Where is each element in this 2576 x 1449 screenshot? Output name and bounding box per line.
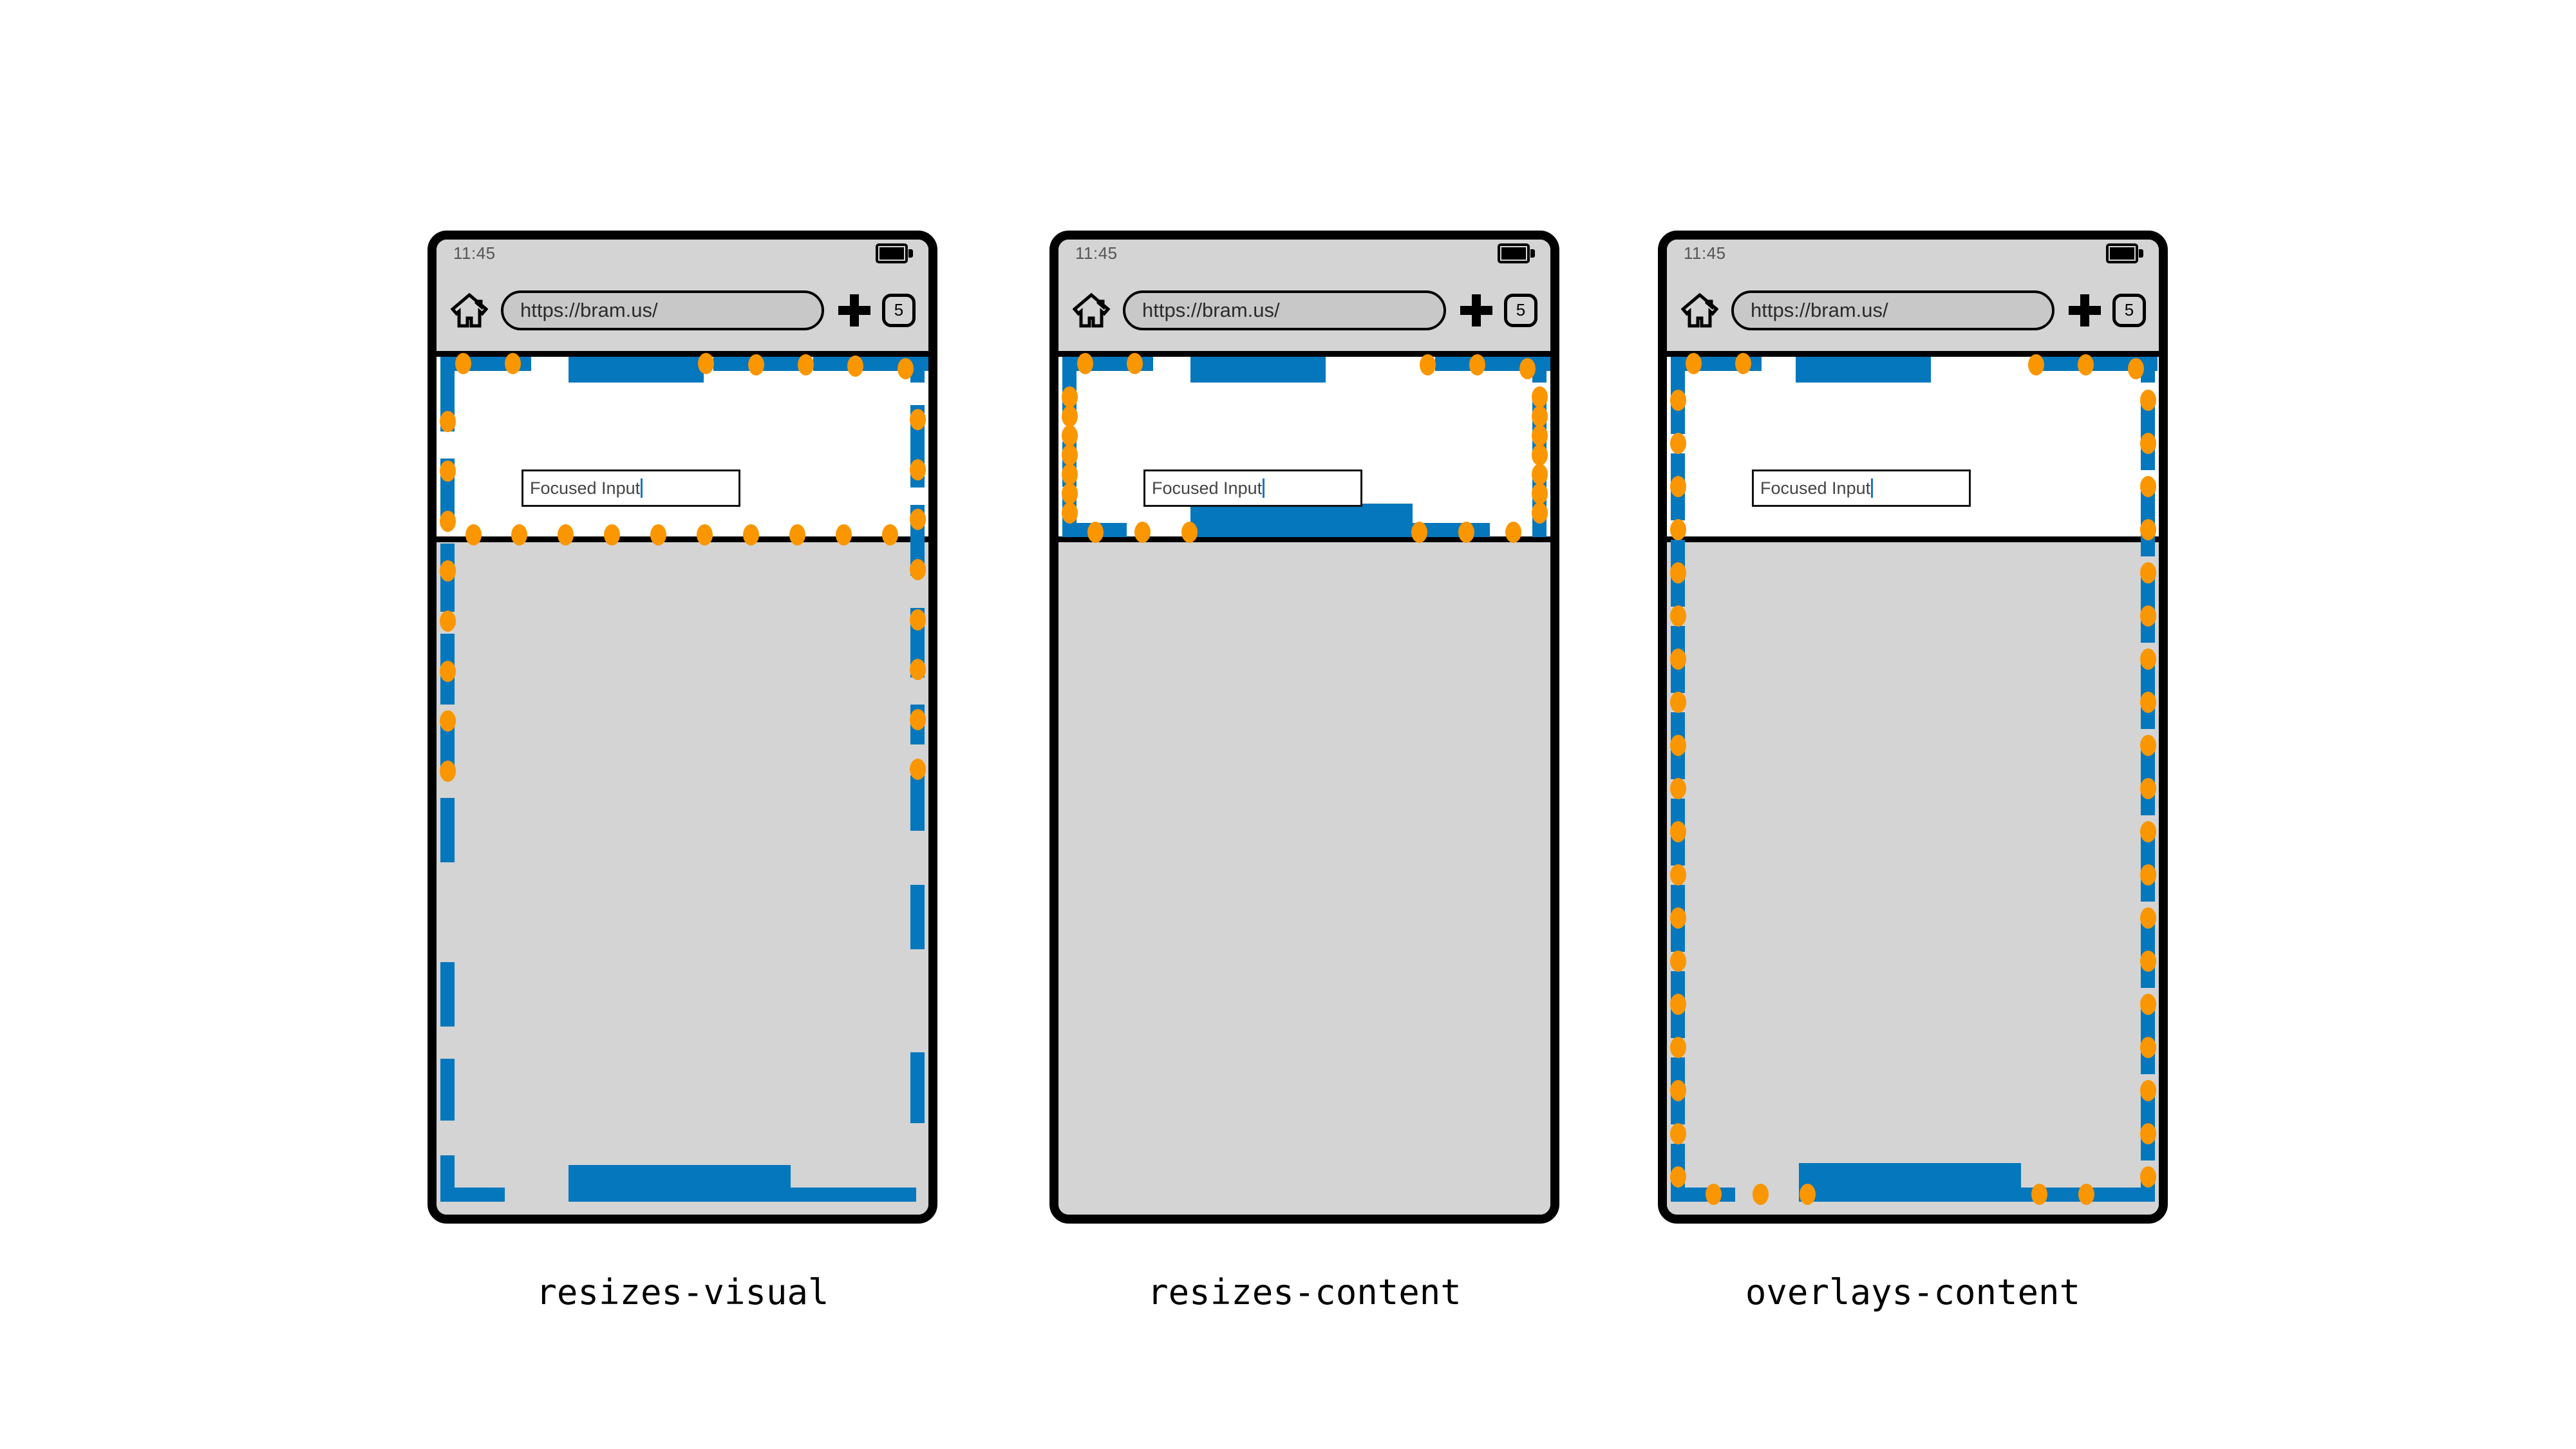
web-content-area: [1058, 357, 1550, 536]
battery-shell: [2106, 243, 2138, 263]
battery-nub: [1530, 249, 1535, 258]
battery-fill: [1500, 246, 1527, 261]
tab-count-badge[interactable]: 5: [882, 293, 916, 327]
status-bar: 11:45: [1667, 240, 2159, 269]
caption-resizes-visual: resizes-visual: [536, 1272, 829, 1312]
battery-fill: [878, 246, 905, 261]
browser-toolbar: https://bram.us/ 5: [1667, 269, 2159, 351]
tab-count-badge[interactable]: 5: [1504, 293, 1537, 327]
plus-icon[interactable]: [2069, 294, 2101, 327]
keyboard-top-edge: [437, 536, 928, 542]
focused-input-field[interactable]: Focused Input: [522, 469, 740, 507]
virtual-keyboard: [1058, 542, 1550, 1215]
status-clock: 11:45: [453, 243, 496, 263]
status-bar: 11:45: [1058, 240, 1550, 269]
battery-shell: [876, 243, 908, 263]
text-caret: [1263, 478, 1265, 498]
focused-input-value: Focused Input: [1760, 478, 1871, 498]
browser-chrome: 11:45 https://bram.us/ 5: [1667, 240, 2159, 357]
battery-shell: [1498, 243, 1530, 263]
url-text: https://bram.us/: [1751, 298, 1888, 321]
phone-screen: Focused Input: [1667, 353, 2159, 1215]
battery-nub: [908, 249, 913, 258]
caption-resizes-content: resizes-content: [1147, 1272, 1462, 1312]
battery-full-icon: [2106, 243, 2143, 263]
keyboard-top-edge: [1667, 536, 2159, 542]
browser-toolbar: https://bram.us/ 5: [437, 269, 928, 351]
battery-nub: [2139, 249, 2143, 258]
phone-mockup-overlays-content: 11:45 https://bram.us/ 5: [1658, 231, 2168, 1224]
url-text: https://bram.us/: [520, 298, 658, 321]
keyboard-top-edge: [1058, 536, 1550, 542]
status-clock: 11:45: [1075, 243, 1118, 263]
battery-fill: [2109, 246, 2136, 261]
plus-icon[interactable]: [1460, 294, 1492, 327]
focused-input-field[interactable]: Focused Input: [1752, 469, 1971, 507]
home-icon[interactable]: [1681, 292, 1718, 328]
browser-toolbar: https://bram.us/ 5: [1058, 269, 1550, 351]
status-clock: 11:45: [1684, 243, 1726, 263]
home-icon[interactable]: [451, 292, 488, 328]
focused-input-value: Focused Input: [1152, 478, 1263, 498]
phone-screen: Focused Input: [1058, 353, 1550, 1215]
url-bar[interactable]: https://bram.us/: [1123, 290, 1446, 330]
virtual-keyboard: [1667, 542, 2159, 1215]
virtual-keyboard: [437, 542, 928, 1215]
browser-chrome: 11:45 https://bram.us/ 5: [1058, 240, 1550, 357]
focused-input-value: Focused Input: [530, 478, 641, 498]
web-content-area: [1667, 357, 2159, 536]
battery-full-icon: [1498, 243, 1535, 263]
web-content-area-body: [437, 357, 928, 536]
caption-overlays-content: overlays-content: [1745, 1272, 2081, 1312]
focused-input-field[interactable]: Focused Input: [1143, 469, 1362, 507]
phone-screen: Focused Input: [437, 353, 928, 1215]
url-text: https://bram.us/: [1142, 298, 1280, 321]
text-caret: [1871, 478, 1874, 498]
url-bar[interactable]: https://bram.us/: [501, 290, 824, 330]
phone-mockup-resizes-visual: 11:45 https://bram.us/ 5: [428, 231, 937, 1224]
browser-chrome: 11:45 https://bram.us/ 5: [437, 240, 928, 357]
phone-mockup-resizes-content: 11:45 https://bram.us/ 5: [1049, 231, 1559, 1224]
home-icon[interactable]: [1073, 292, 1110, 328]
url-bar[interactable]: https://bram.us/: [1731, 290, 2054, 330]
battery-full-icon: [876, 243, 913, 263]
text-caret: [641, 478, 643, 498]
tab-count-badge[interactable]: 5: [2112, 293, 2146, 327]
status-bar: 11:45: [437, 240, 928, 269]
plus-icon[interactable]: [838, 294, 870, 327]
